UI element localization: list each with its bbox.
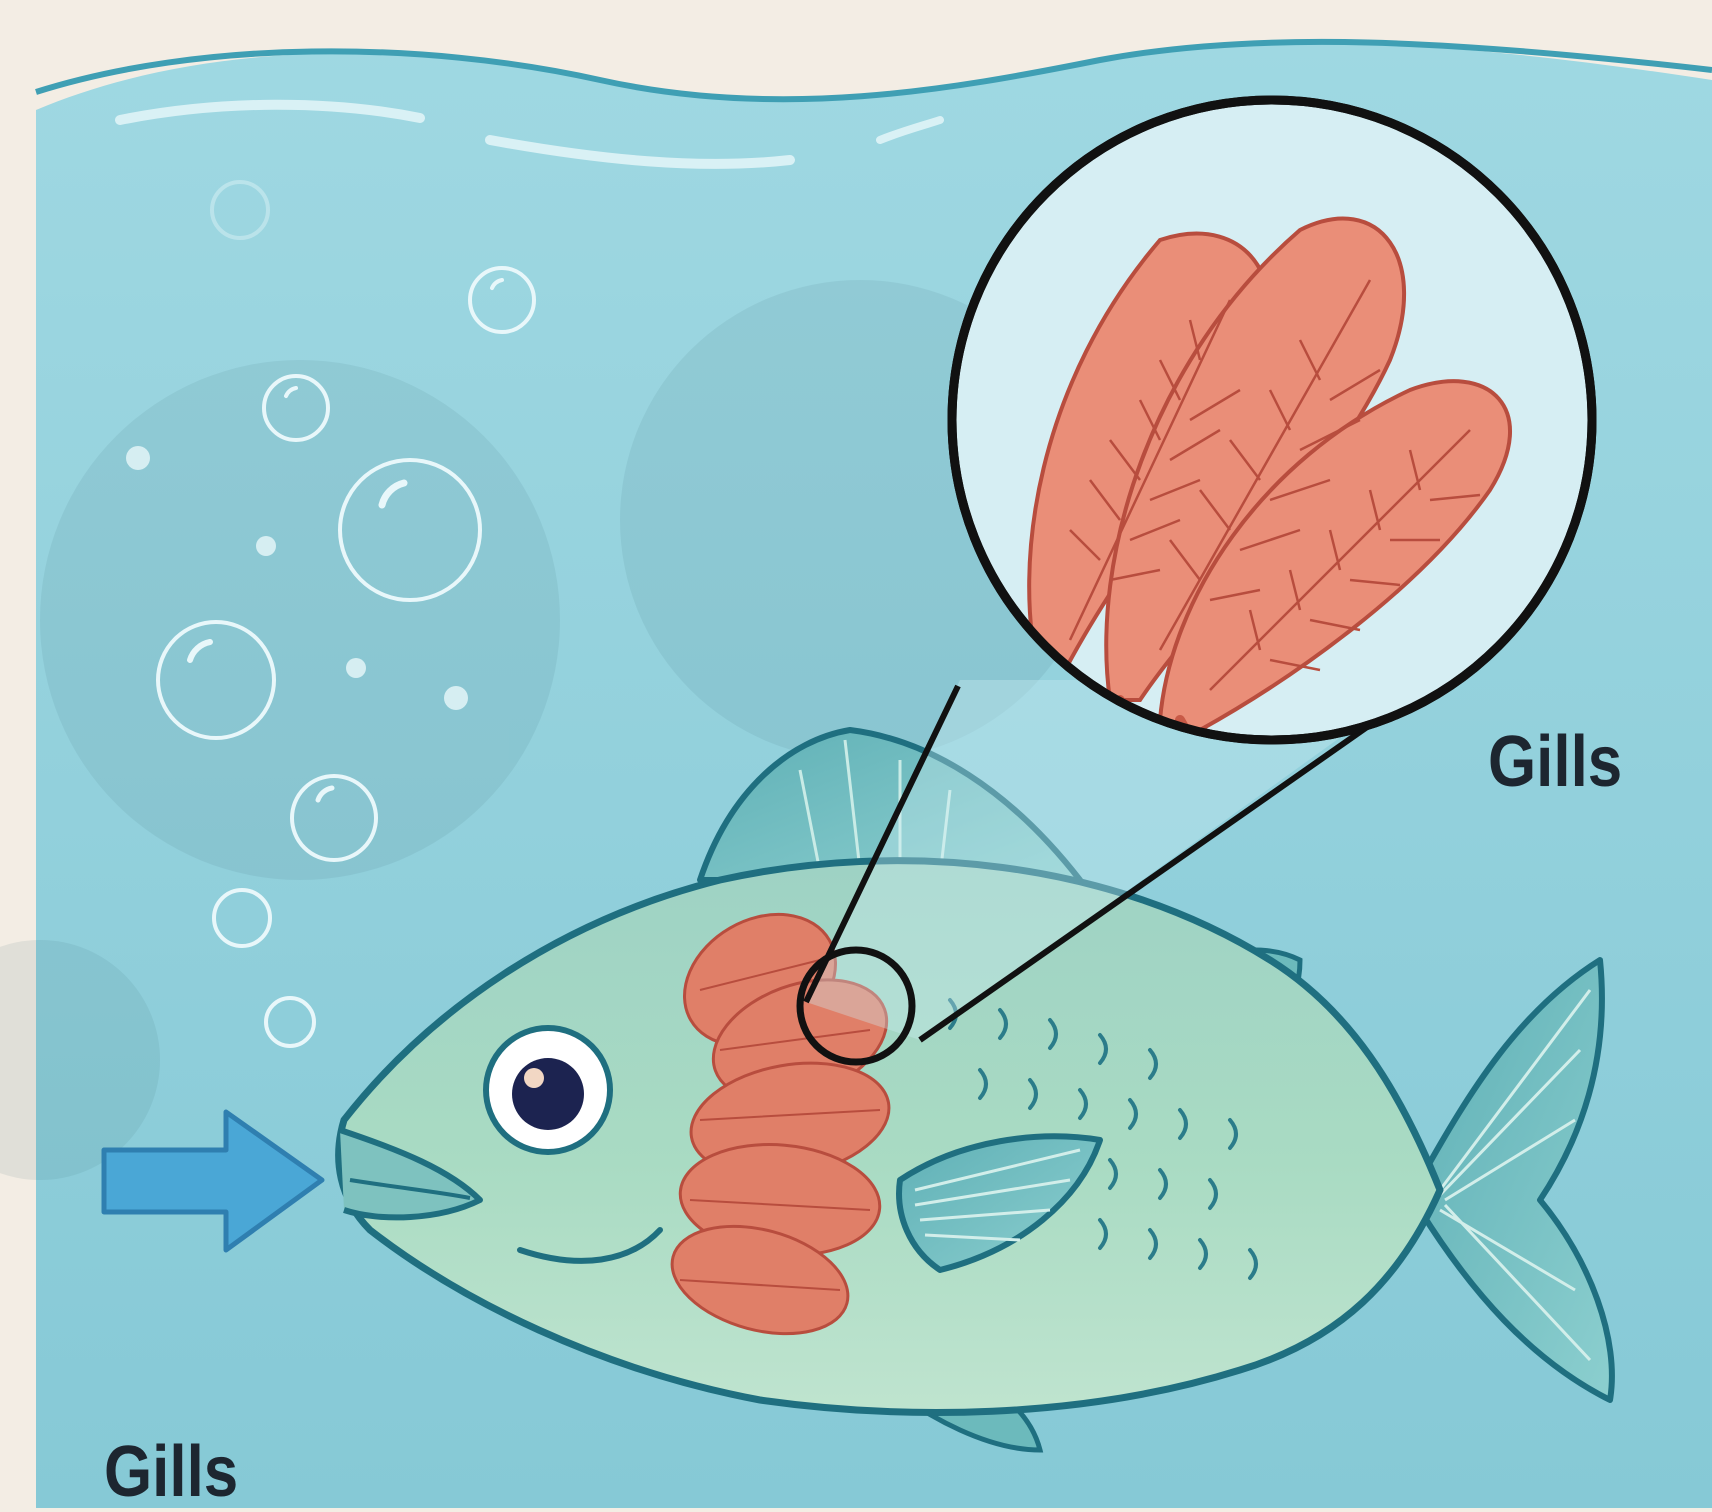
fish-eye-icon	[486, 1028, 610, 1152]
gills-label-bottom: Gills	[104, 1436, 238, 1508]
gills-label: Gills	[1488, 726, 1622, 798]
